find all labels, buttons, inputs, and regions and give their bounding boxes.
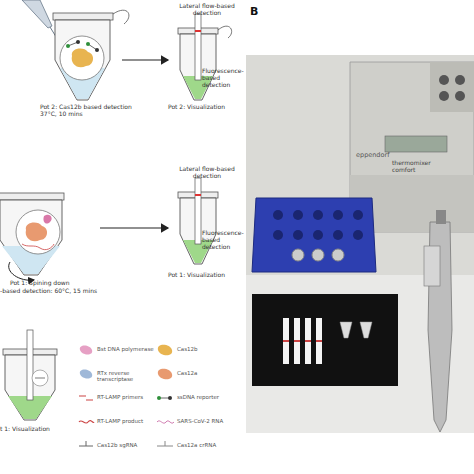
step-label: Pot 2: Cas12b based detection 37°C, 10 m…: [40, 104, 150, 118]
legend-text: Cas12a crRNA: [177, 442, 239, 448]
step-label: Fluorescence-based detection: [202, 68, 244, 89]
legend-text: ssDNA reporter: [177, 394, 239, 400]
reaction-tube: [0, 193, 64, 280]
step-label: eppendorf: [356, 152, 416, 159]
step-label: Lateral flow-based detection: [172, 3, 242, 17]
legend-text: Cas12b: [177, 346, 239, 352]
legend-text: RT-LAMP primers: [97, 394, 159, 400]
photo-panel: [246, 55, 474, 433]
pipette-tip: [22, 0, 58, 40]
legend-text: SARS-CoV-2 RNA: [177, 418, 239, 424]
legend-text: RT-LAMP product: [97, 418, 159, 424]
reaction-tube: [53, 10, 129, 100]
visualization-tube: [3, 330, 57, 420]
panel-letter: B: [250, 6, 270, 19]
step-arrow: [122, 59, 168, 60]
step-label: -based detection: 60°C, 15 mins: [0, 288, 120, 295]
legend-text: Cas12b sgRNA: [97, 442, 159, 448]
step-label: Pot 1: Spining down: [10, 280, 110, 287]
legend-text: RTx reverse transcriptase: [97, 370, 159, 382]
step-label: Pot 2: Visualization: [168, 104, 242, 111]
step-label: Fluorescence-based detection: [202, 230, 244, 251]
step-label: Lateral flow-based detection: [172, 166, 242, 180]
step-label: t 1: Visualization: [0, 426, 70, 433]
step-label: thermomixer comfort: [392, 160, 452, 174]
step-arrow: [100, 227, 168, 228]
legend-text: Bst DNA polymerase: [97, 346, 159, 352]
legend-icons: [79, 345, 174, 446]
step-label: Pot 1: Visualization: [168, 272, 242, 279]
legend-text: Cas12a: [177, 370, 239, 376]
visualization-tube: [178, 178, 218, 264]
